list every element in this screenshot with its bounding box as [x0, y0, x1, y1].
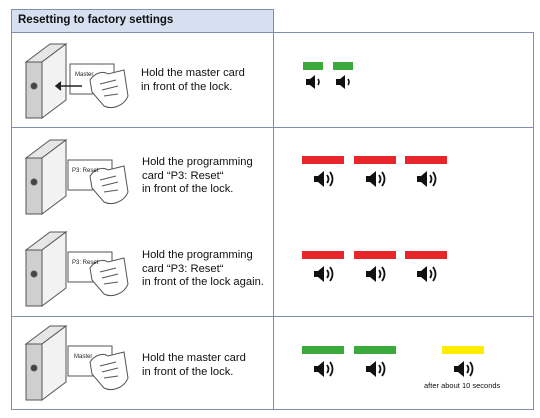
timing-note: after about 10 seconds [424, 381, 501, 390]
red-led-bar [405, 156, 447, 164]
instruction-line: in front of the lock. [142, 183, 234, 195]
hand-card-lock-illustration: Master [24, 325, 129, 401]
green-led-bar [302, 346, 344, 354]
step-1-instructions: Hold the master card in front of the loc… [141, 67, 245, 94]
border-header-bottom [11, 32, 534, 33]
red-led-bar [405, 251, 447, 259]
step-3-instructions: Hold the programming card “P3: Reset“ in… [142, 249, 264, 290]
speaker-icon [366, 171, 386, 187]
instruction-line: Hold the programming [142, 249, 253, 261]
red-led-bar [354, 251, 396, 259]
border-bottom [11, 409, 534, 410]
instruction-line: in front of the lock. [142, 365, 234, 378]
card-label: Master [75, 72, 93, 78]
step-2-instructions: Hold the programming card “P3: Reset“ in… [142, 156, 253, 197]
border-row-1 [11, 127, 534, 128]
card-label: P3: Reset [72, 260, 99, 266]
speaker-icon [306, 75, 320, 89]
instruction-line: card “P3: Reset“ [142, 169, 224, 182]
hand-card-lock-illustration: Master [24, 43, 129, 119]
speaker-icon [366, 361, 386, 377]
green-led-bar [333, 62, 353, 70]
speaker-icon [314, 361, 334, 377]
instruction-line: in front of the lock. [141, 80, 233, 93]
speaker-icon [417, 266, 437, 282]
border-row-2 [11, 316, 534, 317]
red-led-bar [302, 251, 344, 259]
instruction-line: Hold the master card [141, 67, 245, 79]
speaker-icon [454, 361, 474, 377]
border-right [533, 32, 534, 410]
hand-card-lock-illustration: P3: Reset [24, 139, 129, 215]
instruction-line: Hold the programming [142, 156, 253, 168]
red-led-bar [302, 156, 344, 164]
border-left [11, 9, 12, 410]
card-label: P3: Reset [72, 168, 99, 174]
speaker-icon [314, 171, 334, 187]
hand-card-lock-illustration: P3: Reset [24, 231, 129, 307]
speaker-icon [336, 75, 350, 89]
border-column [273, 32, 274, 410]
green-led-bar [303, 62, 323, 70]
speaker-icon [366, 266, 386, 282]
instruction-line: Hold the master card [142, 352, 246, 364]
table-title: Resetting to factory settings [18, 14, 174, 26]
card-label: Master [74, 354, 92, 360]
green-led-bar [354, 346, 396, 354]
border-header-right [273, 9, 274, 32]
table-header-cell [11, 10, 273, 32]
step-4-instructions: Hold the master card in front of the loc… [142, 352, 246, 379]
red-led-bar [354, 156, 396, 164]
instruction-line: card “P3: Reset“ [142, 262, 224, 275]
border-top [11, 9, 274, 10]
instruction-line: in front of the lock again. [142, 276, 264, 288]
yellow-led-bar [442, 346, 484, 354]
speaker-icon [417, 171, 437, 187]
speaker-icon [314, 266, 334, 282]
